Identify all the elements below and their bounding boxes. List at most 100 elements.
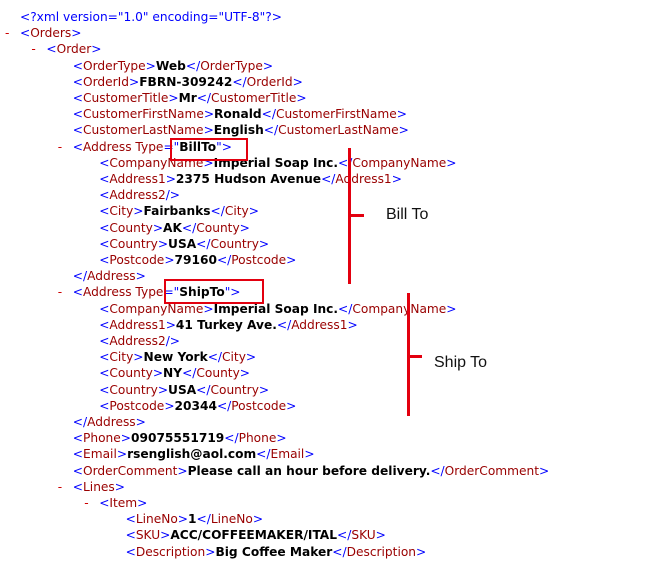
bracket: < <box>99 188 110 203</box>
element-value: 79160 <box>174 253 217 267</box>
tag-name: CustomerTitle <box>211 91 297 105</box>
bracket: < <box>99 155 110 170</box>
xml-line: <Order> <box>46 41 101 57</box>
xml-line: <Address1>41 Turkey Ave.</Address1> <box>99 317 358 333</box>
tag-name: Item <box>109 496 138 510</box>
bracket: </ <box>232 74 247 89</box>
bracket: > <box>120 431 131 446</box>
bracket: < <box>99 317 110 332</box>
xml-line: <City>Fairbanks</City> <box>99 203 259 219</box>
bracket: </ <box>263 123 279 138</box>
tag-name: Address <box>83 139 132 154</box>
tag-name: Address1 <box>109 172 166 186</box>
xml-line: <City>New York</City> <box>99 349 256 365</box>
element-value: AK <box>163 220 182 235</box>
element-value: FBRN-309242 <box>139 74 233 89</box>
tag-name: OrderId <box>83 74 129 89</box>
collapse-toggle[interactable]: - <box>57 285 63 300</box>
xml-line: <Postcode>79160</Postcode> <box>99 252 296 268</box>
tag-name: Address1 <box>335 172 392 186</box>
bracket: < <box>99 220 110 235</box>
bracket: > <box>203 155 214 170</box>
bracket: > <box>230 285 241 300</box>
xml-line: <Address2/> <box>99 333 180 349</box>
xml-line: <Address Type="ShipTo"> <box>73 284 241 300</box>
bracket: < <box>72 479 84 494</box>
bracket: " <box>216 139 222 154</box>
bracket: > <box>239 220 250 235</box>
bracket: > <box>133 350 144 365</box>
tag-name: Address2 <box>109 188 166 203</box>
ship-to-label: Ship To <box>434 354 488 371</box>
bill-to-label: Bill To <box>386 206 429 223</box>
collapse-toggle[interactable]: - <box>5 26 10 41</box>
tag-name: Country <box>210 382 259 397</box>
bracket: > <box>248 204 259 219</box>
bracket: > <box>160 528 171 543</box>
bracket: > <box>157 382 169 397</box>
element-value: Mr <box>178 91 197 105</box>
bill-to-bracket-tick <box>348 214 364 217</box>
bracket: > <box>239 366 251 381</box>
element-value: ACC/COFFEEMAKER/ITAL <box>170 528 338 543</box>
collapse-toggle[interactable]: - <box>84 496 89 510</box>
bracket: > <box>71 26 82 41</box>
bracket: < <box>125 544 136 559</box>
bracket: < <box>99 172 110 186</box>
attribute-name: Type <box>131 139 164 154</box>
tag-name: Address <box>83 285 132 300</box>
bracket: </ <box>332 544 347 559</box>
collapse-toggle[interactable]: - <box>31 42 36 57</box>
element-value: 2375 Hudson Avenue <box>175 172 322 186</box>
bracket: < <box>72 91 84 105</box>
bracket: > <box>152 366 164 381</box>
tag-name: City <box>224 204 249 219</box>
tag-name: Phone <box>238 431 277 446</box>
bracket: < <box>99 350 110 365</box>
bracket: < <box>99 366 110 381</box>
bracket: " <box>224 285 231 300</box>
bracket: > <box>296 91 307 105</box>
attribute-name: Type <box>131 285 164 300</box>
tag-name: SKU <box>135 528 161 543</box>
bracket: </ <box>182 366 197 381</box>
bracket: </ <box>196 512 211 527</box>
bracket: /> <box>165 334 181 348</box>
tag-name: County <box>109 220 153 235</box>
xml-line: <CustomerLastName>English</CustomerLastN… <box>73 122 409 138</box>
attribute-value: ShipTo <box>179 285 225 300</box>
xml-line: <OrderComment>Please call an hour before… <box>73 463 549 479</box>
collapse-toggle[interactable]: - <box>57 139 63 154</box>
bracket: < <box>99 382 110 397</box>
bracket: > <box>286 253 297 267</box>
element-value: 09075551719 <box>131 431 225 446</box>
xml-line: <Postcode>20344</Postcode> <box>99 398 296 414</box>
bracket: > <box>375 528 386 543</box>
bracket: > <box>157 236 169 251</box>
element-value: English <box>213 123 264 138</box>
bracket: </ <box>196 382 211 397</box>
bracket: > <box>446 301 457 316</box>
bracket: > <box>276 431 287 446</box>
tag-name: OrderType <box>200 58 263 73</box>
tag-name: Orders <box>30 26 72 41</box>
bracket: > <box>304 447 315 462</box>
bracket: < <box>125 528 136 543</box>
tag-name: Postcode <box>109 253 165 267</box>
collapse-toggle[interactable]: - <box>57 479 63 494</box>
bracket: > <box>245 350 257 365</box>
xml-line: <OrderType>Web</OrderType> <box>73 58 273 74</box>
tag-name: City <box>222 350 246 365</box>
tag-name: Country <box>109 236 158 251</box>
bracket: < <box>72 107 84 122</box>
bracket: </ <box>430 463 445 478</box>
bracket: </ <box>210 204 225 219</box>
tag-name: CompanyName <box>352 301 447 316</box>
bracket: > <box>203 107 215 122</box>
xml-line: <Lines> <box>73 479 125 495</box>
bracket: > <box>416 544 427 559</box>
bracket: > <box>135 269 146 284</box>
bracket: > <box>135 415 146 429</box>
tag-name: LineNo <box>135 512 178 527</box>
bracket: > <box>152 220 164 235</box>
